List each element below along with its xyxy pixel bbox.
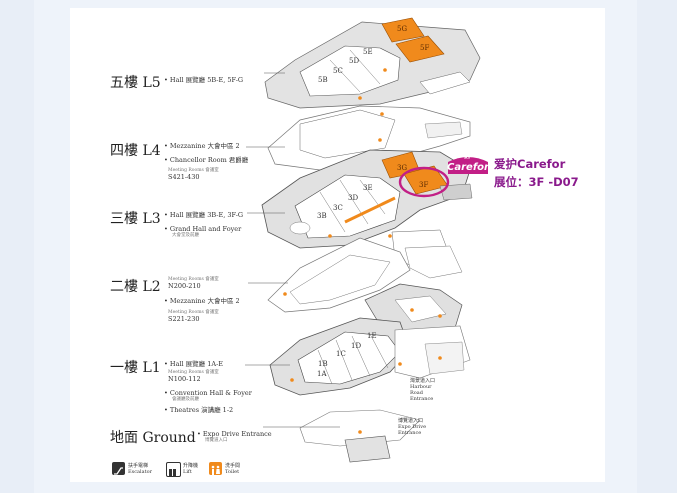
hall-label-1d: 1D: [351, 342, 362, 350]
hall-label-3f: 3F: [419, 181, 429, 189]
floor-l5: [264, 17, 481, 109]
hall-label-3d: 3D: [348, 194, 359, 202]
hall-label-1e: 1E: [367, 332, 377, 340]
hall-5f-block: [395, 35, 445, 63]
level-l4-note-2: • Chancellor Room 君爵廳: [164, 156, 249, 164]
hall-label-5c: 5C: [333, 67, 343, 75]
carefor-booth: 展位：3F -D07: [494, 175, 579, 189]
level-l1-note-1: • Hall 展覽廳 1A-E: [164, 360, 224, 368]
floor-l4: [267, 105, 471, 171]
level-label-l1: 一樓 L1: [110, 360, 161, 376]
level-l3-note-1: • Hall 展覽廳 3B-E, 3F-G: [164, 211, 244, 219]
hall-label-1a: 1A: [317, 370, 327, 378]
toilet-icon: [209, 462, 222, 475]
floor-ground: [299, 409, 421, 463]
level-label-l3: 三樓 L3: [110, 211, 161, 227]
hall-label-5f: 5F: [420, 44, 430, 52]
hall-5g-block: [381, 17, 425, 43]
hall-label-1c: 1C: [336, 350, 346, 358]
carefor-title: 爱护Carefor: [494, 157, 566, 171]
carefor-logo-top: 爱护: [464, 154, 472, 159]
level-l2-note-2: • Mezzanine 大會中區 2: [164, 297, 240, 305]
level-l5-note-1: • Hall 展覽廳 5B-E, 5F-G: [164, 76, 244, 84]
level-l4-note-1: • Mezzanine 大會中區 2: [164, 142, 240, 150]
hall-label-3b: 3B: [317, 212, 327, 220]
hall-label-5d: 5D: [349, 57, 360, 65]
floor-l1: [269, 317, 471, 396]
carefor-logo-name: Carefor: [447, 162, 489, 173]
hall-label-3c: 3C: [333, 204, 343, 212]
level-label-l4: 四樓 L4: [110, 143, 161, 159]
hall-label-5g: 5G: [397, 25, 408, 33]
expo-drive-entrance-label: 博覽道入口 Expo Drive Entrance: [398, 418, 427, 436]
harbour-road-entrance-label: 灣景道入口 Harbour Road Entrance: [410, 378, 436, 402]
hall-label-5b: 5B: [318, 76, 328, 84]
hall-label-1b: 1B: [318, 360, 328, 368]
level-label-l2: 二樓 L2: [110, 279, 161, 295]
floor-ground-outline: [299, 409, 421, 447]
lift-icon: [166, 462, 181, 477]
booth-3f-highlight-ring: [398, 166, 450, 198]
carefor-logo: 爱护 Carefor: [446, 154, 490, 176]
level-label-l5: 五樓 L5: [110, 75, 161, 91]
hall-label-3e: 3E: [363, 184, 373, 192]
level-l1-note-4: • Theatres 演講廳 1-2: [164, 406, 234, 414]
hall-label-5e: 5E: [363, 48, 373, 56]
hall-label-3g: 3G: [397, 164, 408, 172]
level-label-ground: 地面 Ground: [110, 430, 196, 446]
escalator-icon: [112, 462, 125, 475]
